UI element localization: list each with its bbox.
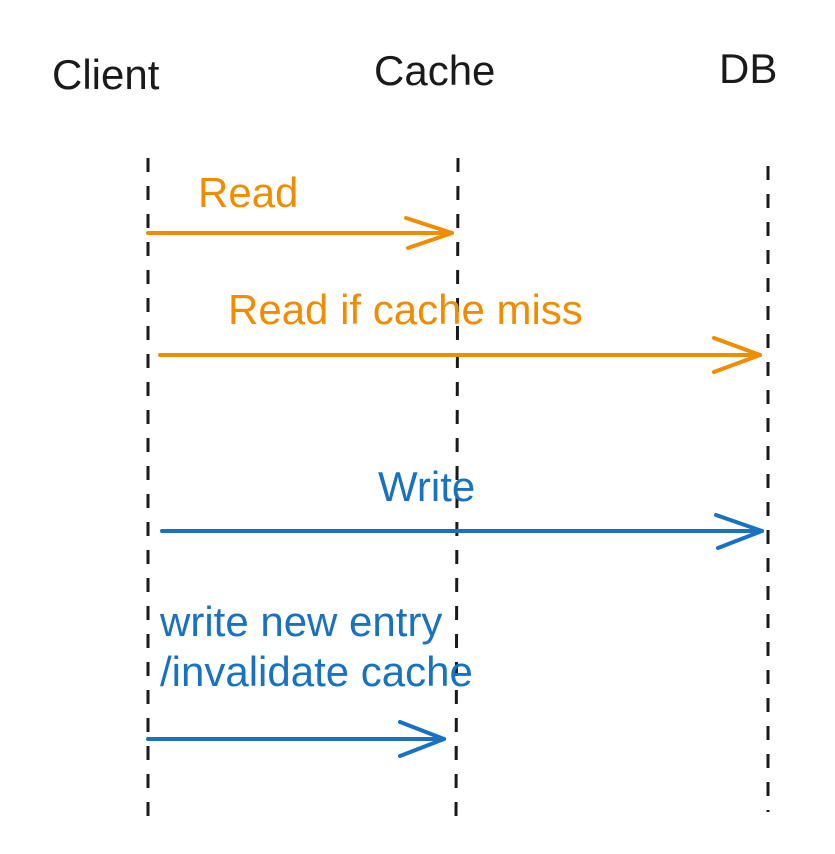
message-label-read: Read <box>198 169 299 216</box>
message-label-write-new-entry: write new entry /invalidate cache <box>160 598 473 696</box>
arrow-read-if-cache-miss <box>158 336 762 374</box>
arrow-write-new-entry <box>146 720 446 758</box>
arrow-write <box>160 513 764 550</box>
participant-client: Client <box>52 51 160 98</box>
message-label-read-if-cache-miss: Read if cache miss <box>228 286 583 333</box>
participant-db: DB <box>719 45 778 92</box>
arrow-read <box>146 216 454 250</box>
message-label-write: Write <box>378 463 476 510</box>
participant-cache: Cache <box>374 47 496 94</box>
